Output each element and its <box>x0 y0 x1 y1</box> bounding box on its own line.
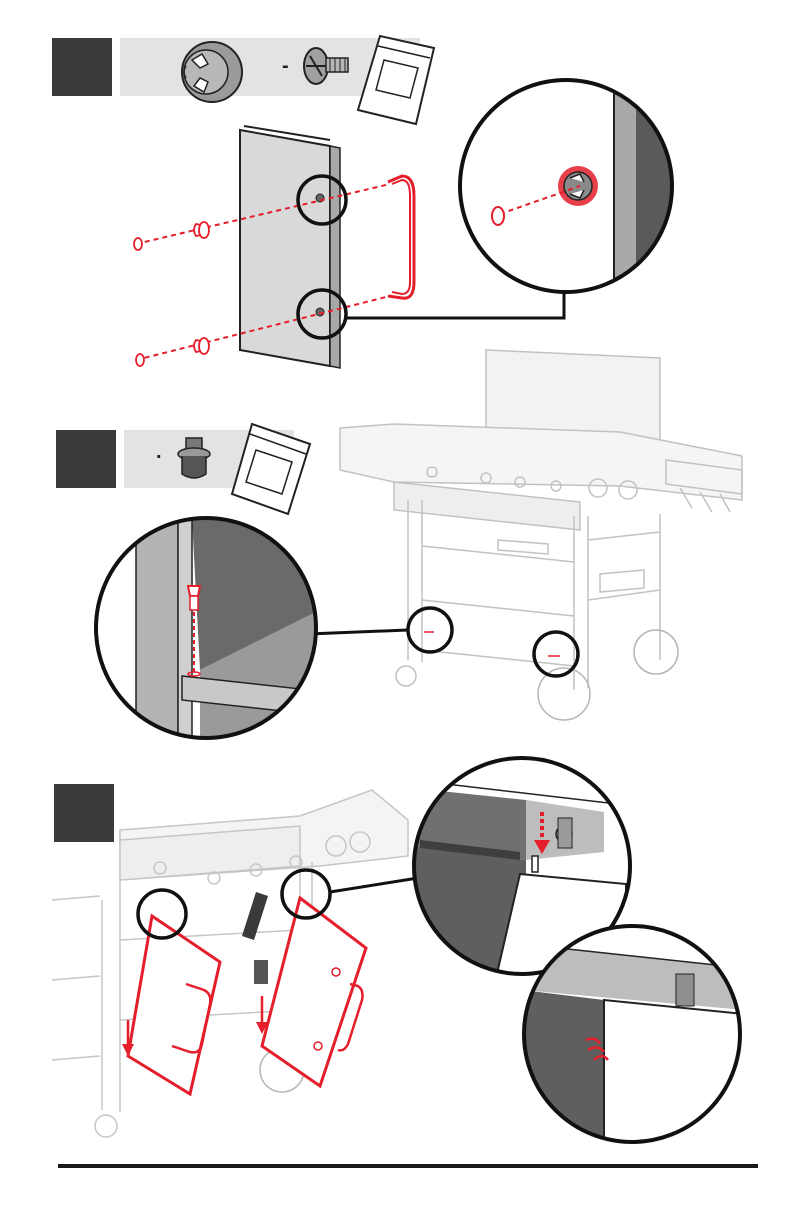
step-2-leader-line <box>308 630 408 634</box>
hardware-bag-icon <box>358 36 434 124</box>
cabinet-door-right <box>256 898 366 1086</box>
step-3-leader-line <box>330 878 418 892</box>
door-panel <box>240 126 340 368</box>
step-2-base-callouts <box>408 608 578 676</box>
step-1-leader-line <box>346 290 564 318</box>
hardware-bag-icon <box>232 424 310 514</box>
bracket-icon <box>182 42 242 102</box>
page-bottom-rule <box>58 1164 758 1168</box>
grill-hinge-bracket <box>242 892 268 984</box>
grill-cart <box>340 350 742 720</box>
cabinet-door-left <box>122 916 220 1094</box>
bolt-icon <box>178 438 210 478</box>
step-1-screws <box>134 222 209 366</box>
screw-icon <box>304 48 348 84</box>
door-handle <box>388 176 414 298</box>
step-1-zoom-detail <box>460 80 680 300</box>
